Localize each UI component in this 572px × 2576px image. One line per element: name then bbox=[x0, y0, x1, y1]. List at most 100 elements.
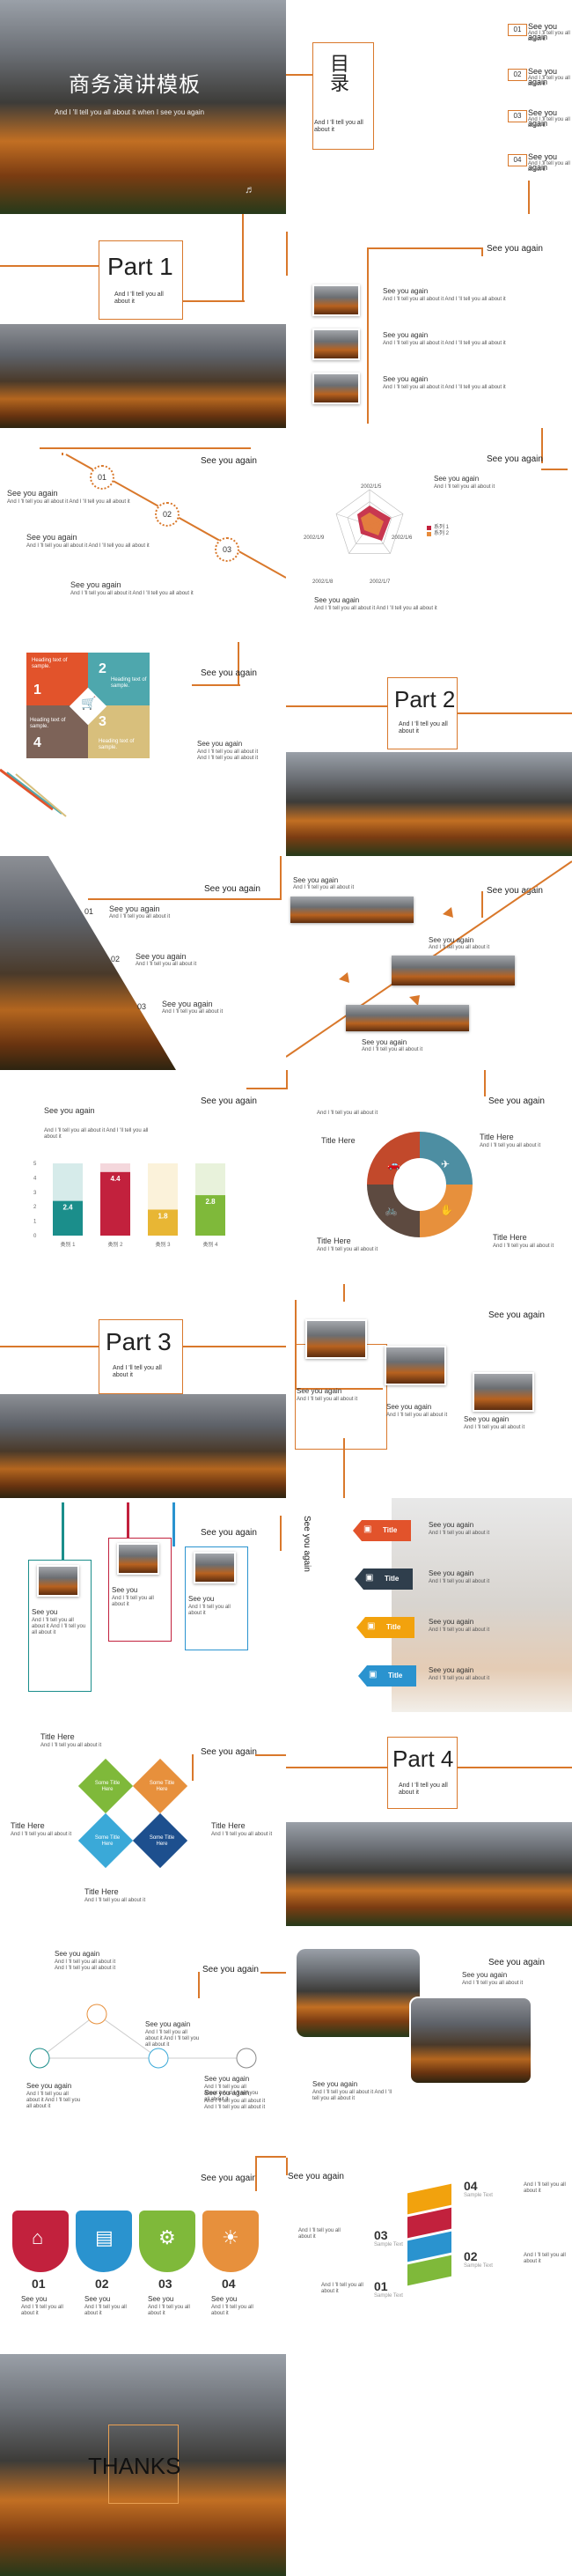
s14-thumb-2 bbox=[385, 1346, 446, 1385]
s12-title: See you again bbox=[488, 1096, 545, 1106]
s4-row-title-3: See you again bbox=[383, 375, 429, 383]
s16-tag-sub-2: And I 'll tell you all about it bbox=[429, 1579, 490, 1584]
toc-num-1: 01 bbox=[508, 24, 527, 36]
plane-icon: ✈ bbox=[441, 1158, 451, 1170]
s12-top-sub: And I 'll tell you all about it bbox=[317, 1111, 378, 1116]
s16-tag-1 bbox=[353, 1520, 411, 1541]
s20-bottom-title: See you again bbox=[312, 2080, 358, 2088]
bar-chart-mark-1: 1 bbox=[33, 1220, 37, 1225]
bar-chart-mark-13: 类别 2 bbox=[107, 1241, 123, 1248]
s12-item-sub-3: And I 'll tell you all about it bbox=[317, 1247, 378, 1252]
card-num-4: 4 bbox=[33, 735, 41, 750]
part4-photo bbox=[286, 1822, 572, 1926]
toc-item-sub-4: And I 'll tell you all about it bbox=[528, 161, 570, 173]
s16-tag-icon-2: ▣ bbox=[365, 1573, 374, 1583]
s9-num-1: 01 bbox=[84, 907, 94, 916]
s4-thumb-3 bbox=[312, 373, 360, 404]
bar-chart-mark-20: 2.8 bbox=[205, 1198, 216, 1206]
shield-1 bbox=[12, 2211, 69, 2272]
s14-title-3: See you again bbox=[464, 1415, 510, 1423]
s21-num-3: 03 bbox=[158, 2277, 172, 2291]
toc-num-3: 03 bbox=[508, 110, 527, 122]
s21-num-1: 01 bbox=[32, 2277, 46, 2291]
toc-item-sub-1: And I 'll tell you all about it bbox=[528, 31, 570, 42]
s9-title-3: See you again bbox=[162, 1000, 213, 1008]
s14-title-2: See you again bbox=[386, 1403, 432, 1411]
card-num-2: 2 bbox=[99, 661, 106, 676]
s16-tag-title-2: See you again bbox=[429, 1569, 474, 1577]
cart-glyph: 🛒 bbox=[81, 696, 97, 710]
bar-chart-mark-15 bbox=[148, 1209, 178, 1236]
s11-left-title: See you again bbox=[44, 1106, 95, 1115]
card-num-3: 3 bbox=[99, 714, 106, 729]
s14-sub-3: And I 'll tell you all about it bbox=[464, 1425, 525, 1430]
s22-sub-3: And I 'll tell you all about it bbox=[524, 2253, 566, 2264]
s17-item-sub-2: And I 'll tell you all about it bbox=[211, 1832, 273, 1837]
diamond-label-4: Some Title Here bbox=[149, 1835, 175, 1847]
s21-title-1: See you bbox=[21, 2295, 48, 2303]
s5-ring-2: 02 bbox=[155, 502, 180, 527]
bar-chart-mark-4: 4 bbox=[33, 1176, 37, 1181]
s10-thumb-2 bbox=[392, 956, 515, 985]
s16-tag-title-4: See you again bbox=[429, 1666, 474, 1674]
stem-2 bbox=[127, 1502, 129, 1538]
s7-decor-lines bbox=[0, 768, 67, 817]
card-text-2: Heading text of sample. bbox=[111, 677, 147, 689]
s21-num-2: 02 bbox=[95, 2277, 109, 2291]
toc-sub: And I 'll tell you all about it bbox=[314, 120, 363, 133]
shield-icon-2: ▤ bbox=[95, 2226, 114, 2248]
s21-num-4: 04 bbox=[222, 2277, 236, 2291]
s9-sub-2: And I 'll tell you all about it bbox=[136, 962, 197, 967]
s10-title-1: See you again bbox=[293, 876, 339, 884]
s5-ring-1: 01 bbox=[90, 465, 114, 490]
s10-title-3: See you again bbox=[362, 1038, 407, 1046]
slide-part3: Part 3 And I 'll tell you all about it bbox=[0, 1284, 286, 1498]
card-text-3: Heading text of sample. bbox=[99, 739, 135, 750]
card-text-1: Heading text of sample. bbox=[32, 658, 68, 669]
bar-chart-mark-8: 2.4 bbox=[62, 1204, 73, 1212]
s4-row-title-2: See you again bbox=[383, 331, 429, 339]
s16-tag-title-3: See you again bbox=[429, 1618, 474, 1626]
s5-item-sub-2: And I 'll tell you all about it And I 'l… bbox=[26, 543, 150, 549]
slide-part4: Part 4 And I 'll tell you all about it bbox=[286, 1712, 572, 1926]
s19-item-title-4: See you again bbox=[204, 2089, 250, 2097]
s4-row-sub-1: And I 'll tell you all about it And I 'l… bbox=[383, 297, 506, 302]
radar-label-5: 2002/1/9 bbox=[304, 535, 325, 541]
s4-row-sub-3: And I 'll tell you all about it And I 'l… bbox=[383, 385, 506, 390]
radar-chart bbox=[335, 489, 404, 554]
part4-sub: And I 'll tell you all about it bbox=[399, 1783, 448, 1796]
bar-chart-mark-11 bbox=[100, 1171, 130, 1236]
slide-12: See you again And I 'll tell you all abo… bbox=[286, 1070, 572, 1284]
speaker-icon[interactable]: ♬ bbox=[245, 183, 255, 196]
legend-1: 系列 1 bbox=[434, 525, 450, 530]
shield-4 bbox=[202, 2211, 259, 2272]
part3-sub: And I 'll tell you all about it bbox=[113, 1365, 162, 1378]
bar-chart-mark-17: 类别 3 bbox=[155, 1241, 171, 1248]
s14-title-1: See you again bbox=[297, 1387, 342, 1395]
s15-card-thumb-3 bbox=[194, 1552, 236, 1583]
s20-photo-1 bbox=[297, 1949, 420, 2037]
s19-item-sub-4: And I 'll tell you all about it And I 'l… bbox=[204, 2099, 266, 2110]
s19-item-sub-2: And I 'll tell you all about it And I 'l… bbox=[145, 2030, 200, 2048]
radar-legend: 系列 1 系列 2 bbox=[427, 525, 449, 537]
s5-item-sub-3: And I 'll tell you all about it And I 'l… bbox=[70, 591, 194, 596]
s22-label-3: Sample Text bbox=[464, 2263, 493, 2269]
s22-label-1: Sample Text bbox=[464, 2193, 493, 2198]
diamond-label-3: Some Title Here bbox=[94, 1835, 121, 1847]
s19-network bbox=[29, 2004, 257, 2069]
bar-chart-mark-12: 4.4 bbox=[110, 1175, 121, 1183]
s14-title: See you again bbox=[488, 1310, 545, 1320]
part2-photo bbox=[286, 752, 572, 856]
slide-part2: Part 2 And I 'll tell you all about it bbox=[286, 642, 572, 856]
s20-title: See you again bbox=[488, 1958, 545, 1967]
s15-card-sub-2: And I 'll tell you all about it bbox=[112, 1596, 154, 1607]
s21-sub-4: And I 'll tell you all about it bbox=[211, 2305, 253, 2316]
s7-side-sub: And I 'll tell you all about it And I 'l… bbox=[197, 749, 259, 761]
bar-chart-mark-0: 0 bbox=[33, 1234, 37, 1239]
bar-chart-mark-21: 类别 4 bbox=[202, 1241, 218, 1248]
legend-2: 系列 2 bbox=[434, 531, 450, 536]
s12-item-title-2: Title Here bbox=[480, 1133, 514, 1141]
thanks-title: THANKS bbox=[88, 2453, 181, 2479]
